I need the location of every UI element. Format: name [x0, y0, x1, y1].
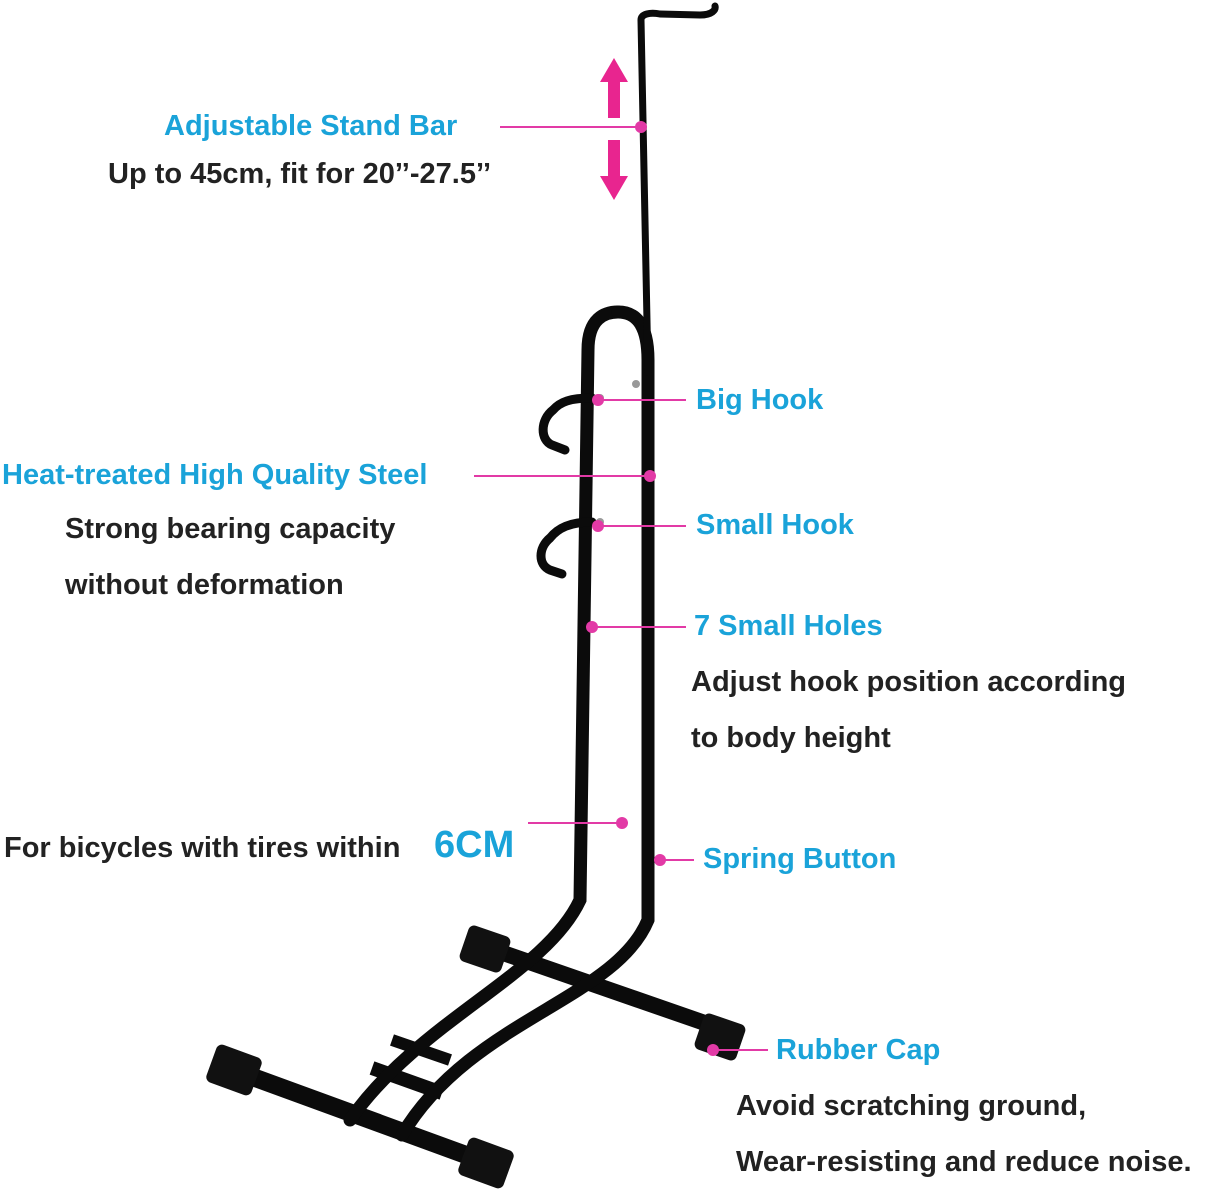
rear-left-rubber-cap [459, 925, 511, 973]
tires-text: For bicycles with tires within [4, 832, 401, 864]
small-holes-desc-line2: to body height [691, 722, 891, 754]
adjust-up-arrow [600, 58, 628, 118]
steel-desc-line1: Strong bearing capacity [65, 513, 396, 545]
big-hook-title: Big Hook [696, 384, 824, 416]
rubber-cap-desc-line1: Avoid scratching ground, [736, 1090, 1087, 1122]
adjustable-bar-desc: Up to 45cm, fit for 20’’-27.5’’ [108, 158, 492, 190]
left-upright-tube [343, 305, 625, 1127]
adjustable-stand-bar [637, 2, 719, 376]
front-left-rubber-cap [206, 1044, 262, 1096]
steel-desc-line2: without deformation [65, 569, 344, 601]
adjust-down-arrow [600, 140, 628, 200]
rubber-cap-title: Rubber Cap [776, 1034, 941, 1066]
tires-highlight: 6CM [434, 824, 515, 866]
small-holes-desc-line1: Adjust hook position according [691, 666, 1126, 698]
adjustable-bar-title: Adjustable Stand Bar [164, 110, 458, 142]
small-hook [536, 517, 597, 579]
steel-title: Heat-treated High Quality Steel [2, 459, 428, 491]
small-holes-title: 7 Small Holes [694, 610, 883, 642]
right-upright-tube [395, 305, 655, 1142]
big-hook [538, 393, 597, 455]
spring-button-title: Spring Button [703, 843, 897, 875]
rubber-cap-desc-line2: Wear-resisting and reduce noise. [736, 1146, 1192, 1178]
small-hook-title: Small Hook [696, 509, 854, 541]
front-right-rubber-cap [458, 1137, 514, 1189]
